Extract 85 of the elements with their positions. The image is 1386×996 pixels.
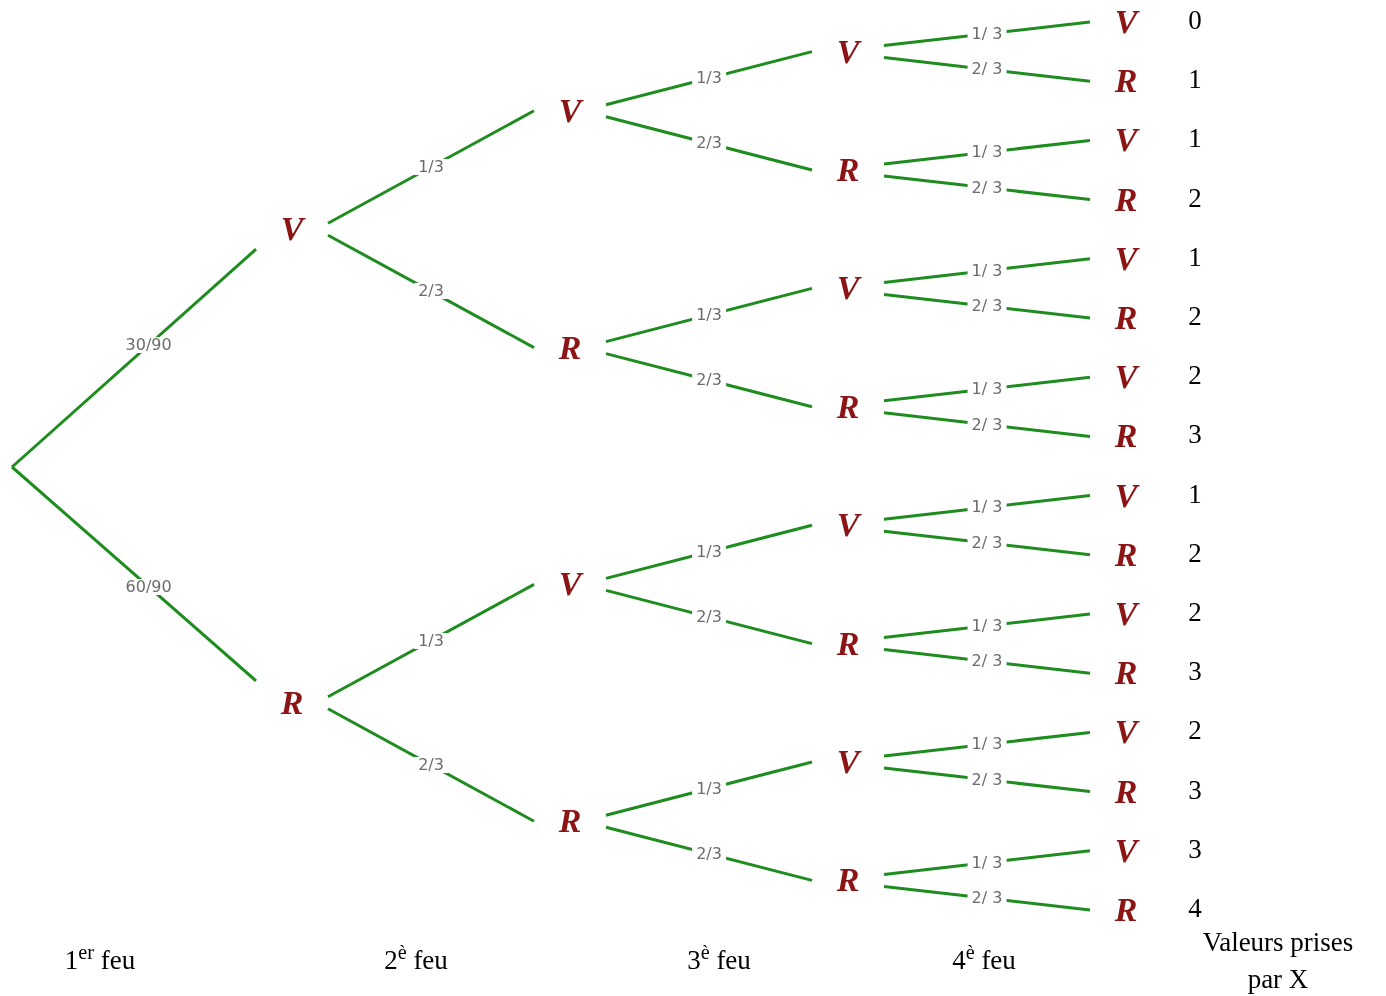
outcome-letter: R: [830, 860, 866, 901]
probability-label: 1/3: [692, 543, 726, 560]
value-label: 2: [1188, 302, 1202, 330]
probability-label: 1/3: [692, 70, 726, 87]
outcome-letter: V: [552, 90, 588, 131]
probability-label: 2/3: [692, 845, 726, 862]
column-heading: 2$^{è}$ feu: [384, 941, 448, 977]
branch-line: [327, 583, 535, 699]
probability-label: 2/3: [692, 372, 726, 389]
probability-label: 1/3: [414, 632, 448, 649]
probability-label: 1/ 3: [967, 262, 1007, 279]
outcome-letter: R: [1108, 653, 1144, 694]
branch-line: [327, 233, 535, 349]
probability-label: 2/3: [692, 135, 726, 152]
probability-label: 1/ 3: [967, 617, 1007, 634]
probability-label: 2/ 3: [967, 179, 1007, 196]
outcome-letter: V: [274, 209, 310, 250]
outcome-letter: V: [1108, 475, 1144, 516]
outcome-letter: R: [552, 327, 588, 368]
value-label: 3: [1188, 776, 1202, 804]
value-label: 2: [1188, 539, 1202, 567]
probability-label: 2/ 3: [967, 771, 1007, 788]
column-heading: 1$^{er}$ feu: [64, 941, 136, 977]
value-label: 3: [1188, 657, 1202, 685]
value-label: 1: [1188, 65, 1202, 93]
outcome-letter: R: [1108, 534, 1144, 575]
probability-label: 2/ 3: [967, 653, 1007, 670]
probability-label: 1/ 3: [967, 499, 1007, 516]
probability-label: 1/3: [692, 307, 726, 323]
branch-line: [327, 707, 535, 823]
outcome-letter: V: [1108, 120, 1144, 161]
probability-label: 2/3: [414, 757, 448, 773]
probability-label: 1/ 3: [967, 736, 1007, 753]
column-heading: 4$^{è}$ feu: [952, 941, 1016, 977]
probability-label: 1/ 3: [967, 25, 1007, 42]
outcome-letter: R: [1108, 179, 1144, 220]
outcome-letter: V: [1108, 238, 1144, 279]
branch-line: [11, 465, 257, 682]
value-label: 3: [1188, 420, 1202, 448]
outcome-letter: V: [1108, 712, 1144, 753]
value-label: 1: [1188, 243, 1202, 271]
outcome-letter: V: [830, 742, 866, 782]
value-label: 1: [1188, 124, 1202, 152]
probability-label: 2/ 3: [967, 890, 1007, 907]
value-label: 0: [1188, 6, 1202, 34]
probability-label: 1/ 3: [967, 854, 1007, 871]
probability-label: 2/3: [414, 283, 448, 300]
value-label: 2: [1188, 598, 1202, 626]
value-label: 2: [1188, 361, 1202, 389]
probability-label: 1/ 3: [967, 144, 1007, 161]
outcome-letter: R: [830, 150, 866, 190]
probability-label: 2/ 3: [967, 298, 1007, 315]
outcome-letter: V: [1108, 594, 1144, 634]
column-heading: Valeurs prises par X: [1201, 926, 1355, 996]
outcome-letter: R: [274, 682, 310, 723]
outcome-letter: R: [1108, 416, 1144, 457]
outcome-letter: V: [830, 31, 866, 72]
value-label: 2: [1188, 184, 1202, 212]
probability-label: 1/3: [692, 780, 726, 797]
value-label: 2: [1188, 716, 1202, 744]
outcome-letter: R: [552, 801, 588, 842]
probability-label: 2/ 3: [967, 61, 1007, 78]
probability-label: 2/3: [692, 609, 726, 625]
outcome-letter: R: [1108, 298, 1144, 338]
outcome-letter: V: [830, 268, 866, 309]
outcome-letter: V: [1108, 830, 1144, 871]
outcome-letter: V: [1108, 357, 1144, 398]
probability-label: 2/ 3: [967, 535, 1007, 551]
probability-label: 1/3: [414, 159, 448, 175]
branch-line: [327, 109, 535, 225]
outcome-letter: R: [1108, 771, 1144, 812]
branch-line: [11, 248, 257, 469]
outcome-letter: R: [830, 386, 866, 427]
outcome-letter: R: [1108, 61, 1144, 102]
outcome-letter: V: [552, 564, 588, 605]
outcome-letter: R: [1108, 890, 1144, 930]
outcome-letter: R: [830, 623, 866, 664]
value-label: 3: [1188, 835, 1202, 863]
outcome-letter: V: [1108, 2, 1144, 42]
probability-label: 2/ 3: [967, 416, 1007, 433]
value-label: 1: [1188, 480, 1202, 508]
column-heading: 3$^{è}$ feu: [687, 941, 751, 977]
value-label: 4: [1188, 894, 1202, 922]
outcome-letter: V: [830, 505, 866, 546]
probability-label: 1/ 3: [967, 381, 1007, 397]
